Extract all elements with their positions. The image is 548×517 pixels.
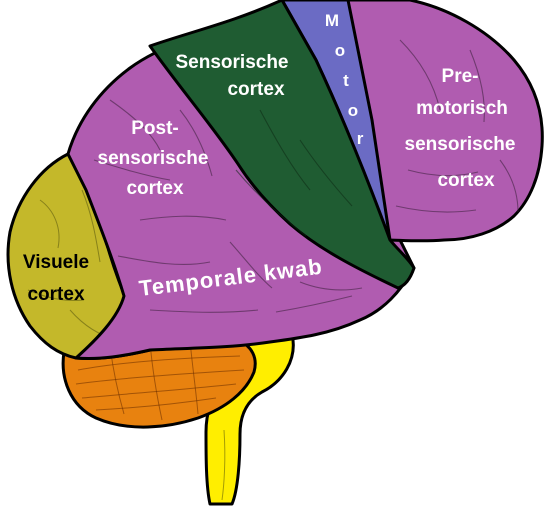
sensory-label-line1: Sensorische: [176, 52, 289, 73]
postsensory-label-line2: sensorische: [98, 148, 209, 169]
sensory-label-line2: cortex: [227, 79, 284, 100]
motor-label-letter-4: o: [348, 101, 358, 120]
premotor-label-line4: cortex: [437, 170, 494, 191]
premotor-label-line2: motorisch: [416, 98, 508, 119]
postsensory-label-line3: cortex: [126, 178, 183, 199]
motor-label-letter-1: M: [325, 11, 339, 30]
premotor-label-line1: Pre-: [442, 66, 479, 87]
postsensory-label-line1: Post-: [131, 118, 179, 139]
motor-label-letter-5: r: [357, 129, 364, 148]
visual-label-line2: cortex: [27, 284, 84, 305]
motor-label-letter-3: t: [343, 71, 349, 90]
premotor-label-line3: sensorische: [405, 134, 516, 155]
motor-label-letter-2: o: [335, 41, 345, 60]
visual-label-line1: Visuele: [23, 252, 89, 273]
